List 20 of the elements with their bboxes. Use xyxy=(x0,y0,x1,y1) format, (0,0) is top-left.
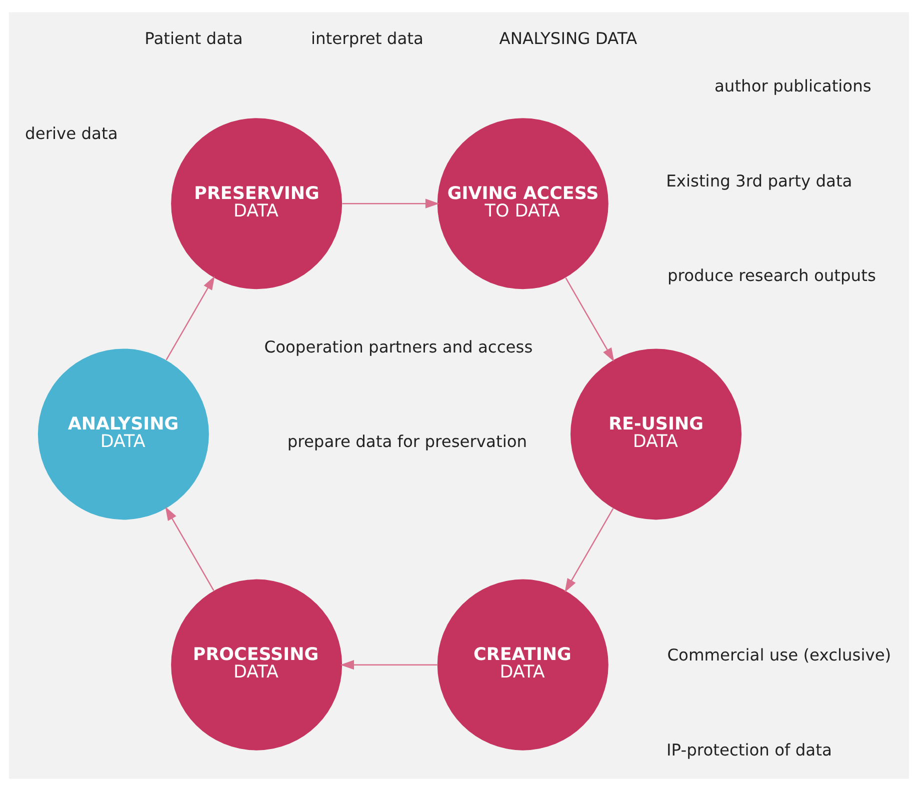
arrow xyxy=(564,277,614,362)
arrow xyxy=(564,508,614,592)
label: interpret data xyxy=(310,28,423,48)
label: ANALYSING DATA xyxy=(498,28,637,48)
arrow xyxy=(164,506,214,590)
label: Commercial use (exclusive) xyxy=(666,645,891,664)
label: produce research outputs xyxy=(666,266,876,285)
label: derive data xyxy=(24,123,118,142)
arrow xyxy=(340,660,437,670)
label: Patient data xyxy=(144,28,242,48)
label: Existing 3rd party data xyxy=(666,170,852,190)
node-circle: PROCESSING DATA xyxy=(170,578,342,750)
node-circle: GIVING ACCESS TO DATA xyxy=(436,118,608,289)
arrow xyxy=(342,198,439,208)
label: prepare data for preservation xyxy=(286,432,527,451)
label: Cooperation partners and access xyxy=(264,336,532,356)
label: author publications xyxy=(714,76,871,95)
node-circle: RE-USING DATA xyxy=(570,348,742,520)
label: IP-protection of data xyxy=(666,740,832,759)
arrow xyxy=(165,276,214,360)
